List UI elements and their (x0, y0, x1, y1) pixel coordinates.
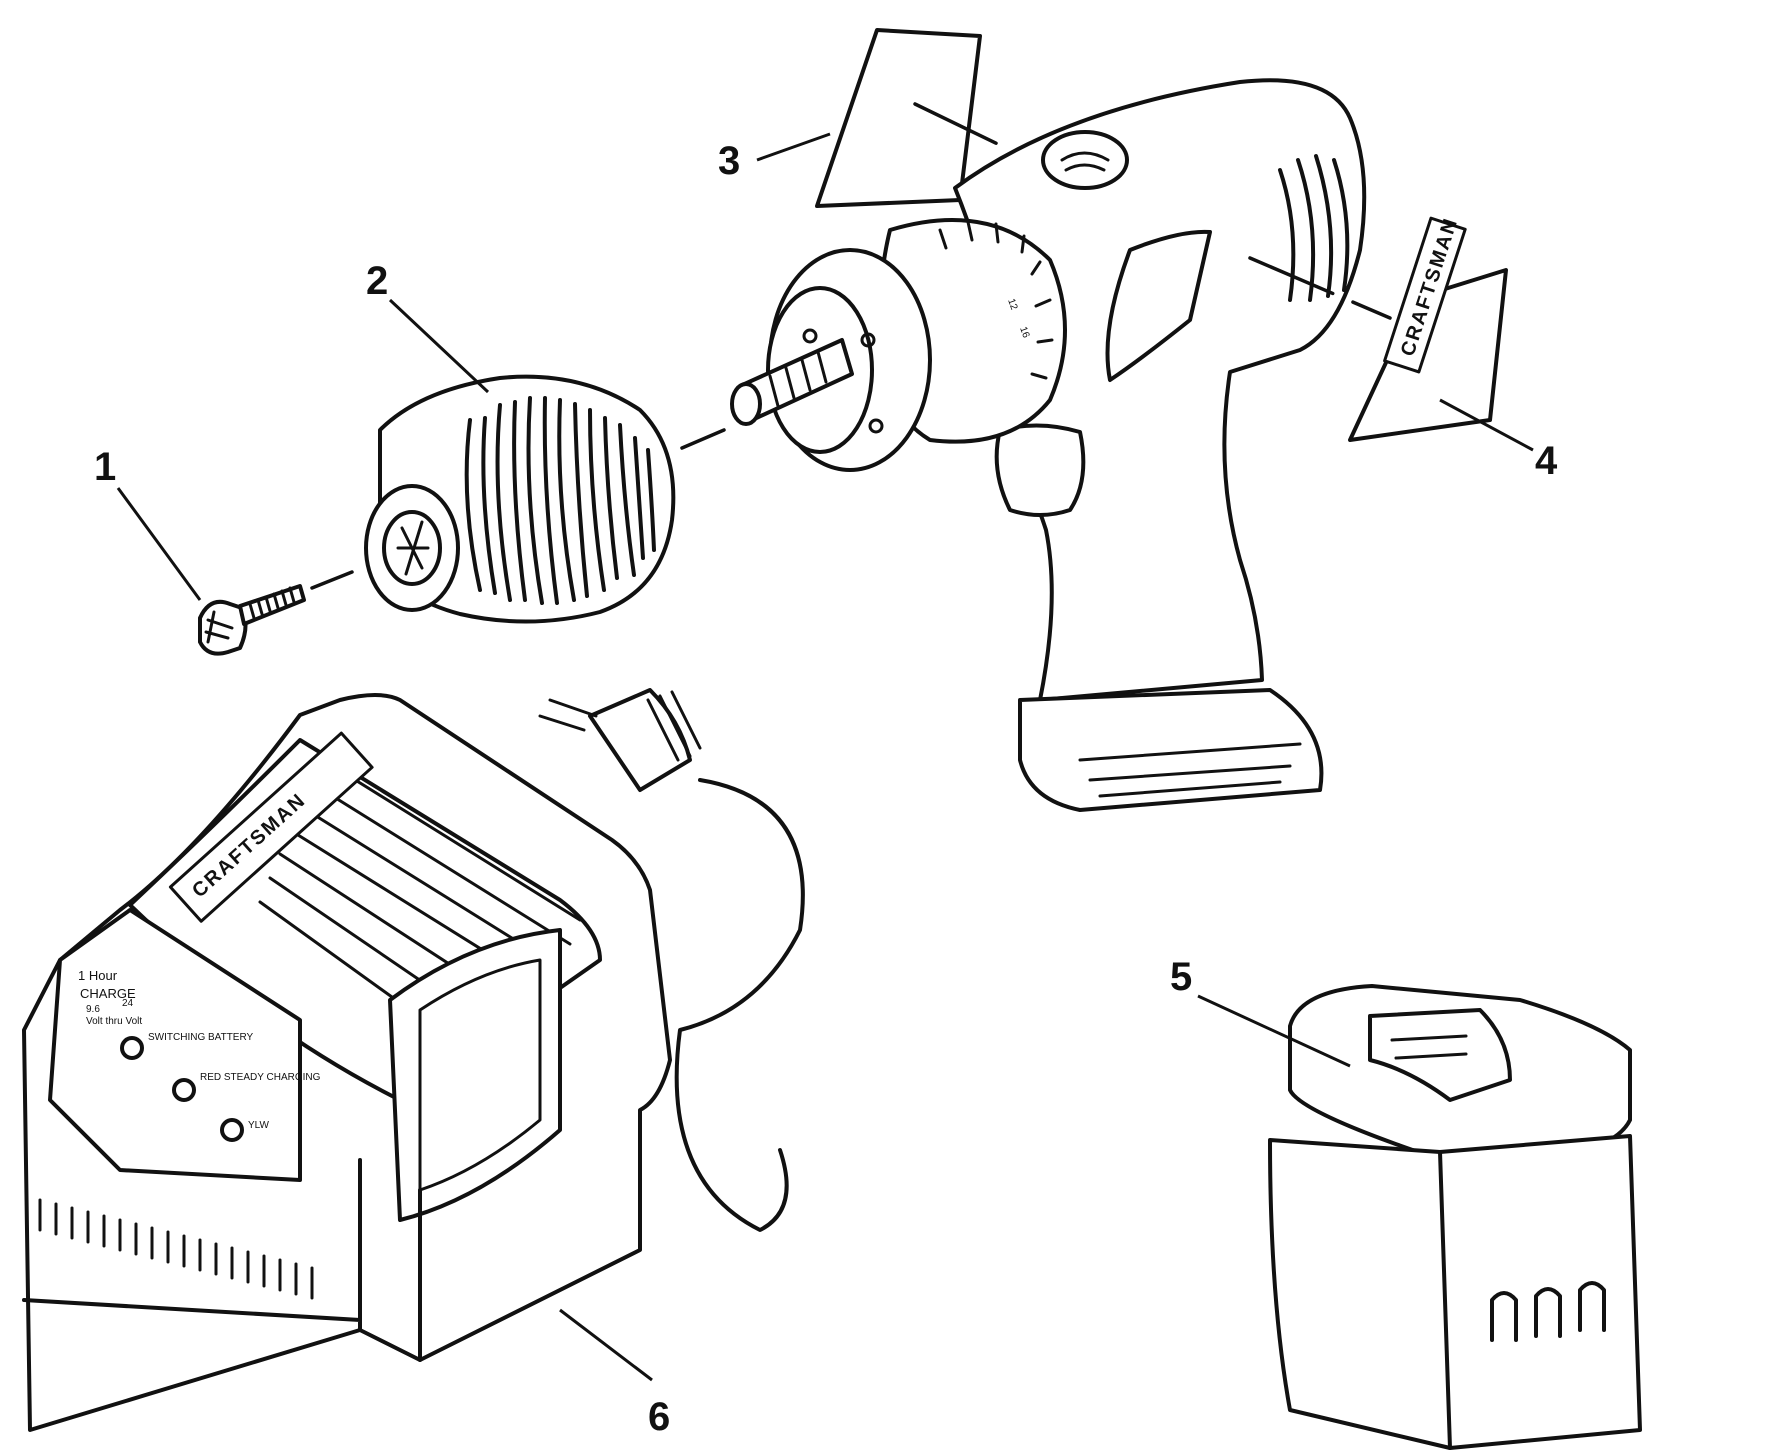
leader-2 (388, 298, 490, 394)
indicator-light-2 (172, 1078, 196, 1102)
dash-chuck-spindle (680, 428, 726, 450)
panel-light-2: RED STEADY CHARGING (200, 1072, 321, 1083)
panel-volts-right: 24 (122, 998, 134, 1009)
dash-label4-drill (1248, 256, 1392, 320)
panel-light-3: YLW (248, 1120, 269, 1131)
screw (198, 584, 306, 656)
leader-5 (1197, 994, 1351, 1068)
leader-1 (116, 487, 202, 601)
indicator-light-1 (120, 1036, 144, 1060)
leader-6 (559, 1308, 653, 1382)
callout-4: 4 (1535, 439, 1558, 483)
dash-label3-drill (913, 102, 1012, 152)
brand-label-side: CRAFTSMAN (1348, 215, 1508, 442)
callout-6: 6 (648, 1395, 670, 1439)
panel-volts-left: 9.6 (86, 1004, 100, 1015)
svg-text:12: 12 (1005, 297, 1019, 312)
callout-2: 2 (366, 259, 388, 303)
keyless-chuck (364, 374, 676, 624)
leader-4 (1439, 398, 1534, 452)
svg-text:16: 16 (1017, 325, 1031, 340)
leader-3 (756, 132, 831, 162)
indicator-light-3 (220, 1118, 244, 1142)
warning-label-top (815, 28, 982, 208)
battery-charger: CRAFTSMAN 1 Hour CHARGE 9.6 24 Volt thru… (22, 688, 805, 1432)
drill-body: 12 16 (730, 78, 1367, 812)
panel-title-1: 1 Hour (78, 968, 118, 983)
callout-1: 1 (94, 445, 116, 489)
panel-volts-label: Volt thru Volt (86, 1016, 142, 1027)
dash-screw-chuck (310, 570, 354, 590)
battery-pack (1268, 984, 1642, 1450)
panel-light-1: SWITCHING BATTERY (148, 1032, 254, 1043)
callout-5: 5 (1170, 955, 1192, 999)
callout-3: 3 (718, 139, 740, 183)
panel-title-2: CHARGE (80, 986, 136, 1001)
